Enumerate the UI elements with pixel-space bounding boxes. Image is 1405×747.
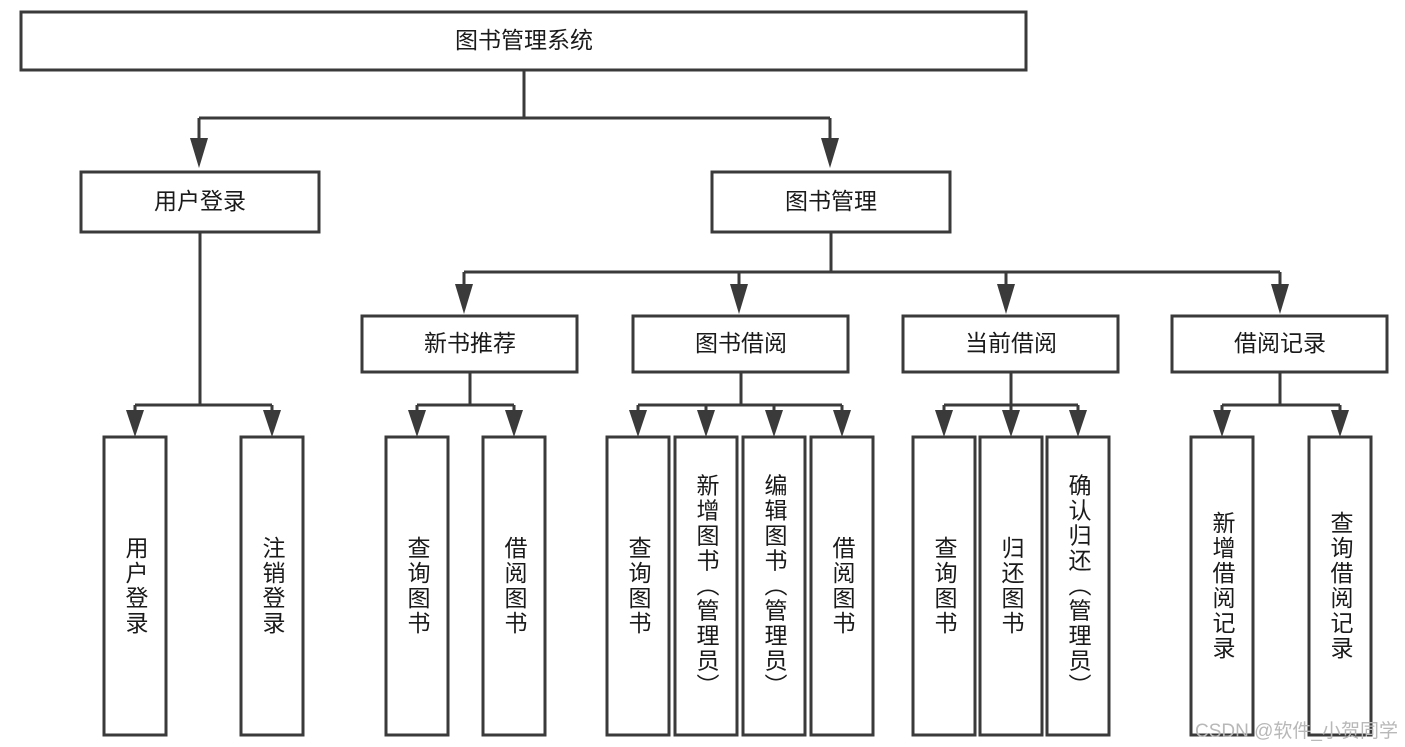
arrowhead-newbook-l1 xyxy=(408,410,426,437)
leaf-new-book-query-box[interactable] xyxy=(384,435,450,737)
leaf-borrow-record-query-label: 查询借阅记录 xyxy=(1327,511,1354,661)
leaf-book-borrow-add-box[interactable] xyxy=(673,435,739,737)
arrowhead-newbook xyxy=(455,284,473,314)
node-user-login[interactable]: 用户登录 xyxy=(79,170,321,234)
leaf-current-borrow-query-box[interactable] xyxy=(911,435,977,737)
node-book-management-box[interactable] xyxy=(710,170,952,234)
node-current-borrow-label: 当前借阅 xyxy=(965,330,1057,356)
arrowhead-bookborrow-l3 xyxy=(765,410,783,437)
arrowhead-currentborrow xyxy=(997,284,1015,314)
arrowhead-borrowrecord xyxy=(1271,284,1289,314)
leaf-book-borrow-borrow[interactable]: 借阅图书 xyxy=(809,435,875,737)
arrowhead-borrowrecord-l1 xyxy=(1213,410,1231,437)
leaf-new-book-query[interactable]: 查询图书 xyxy=(384,435,450,737)
arrowhead-currentborrow-l1 xyxy=(935,410,953,437)
leaf-book-borrow-borrow-label: 借阅图书 xyxy=(829,536,856,636)
arrowhead-bookborrow-l2 xyxy=(697,410,715,437)
arrowhead-bookmgmt xyxy=(821,138,839,168)
arrowhead-borrowrecord-l2 xyxy=(1331,410,1349,437)
leaf-user-login-login-box[interactable] xyxy=(102,435,168,737)
arrowhead-bookborrow-l1 xyxy=(629,410,647,437)
arrowhead-currentborrow-l2 xyxy=(1002,410,1020,437)
leaf-current-borrow-query-label: 查询图书 xyxy=(931,536,958,636)
leaf-current-borrow-return-label: 归还图书 xyxy=(998,536,1025,636)
node-current-borrow-box[interactable] xyxy=(901,314,1120,374)
arrowhead-currentborrow-l3 xyxy=(1069,410,1087,437)
arrowhead-bookborrow xyxy=(730,284,748,314)
leaf-current-borrow-query[interactable]: 查询图书 xyxy=(911,435,977,737)
leaf-book-borrow-query[interactable]: 查询图书 xyxy=(605,435,671,737)
leaf-borrow-record-add-box[interactable] xyxy=(1189,435,1255,737)
connector-group-root xyxy=(190,70,839,168)
connector-group-current-borrow xyxy=(935,372,1087,437)
node-book-management[interactable]: 图书管理 xyxy=(710,170,952,234)
connector-group-book-borrow xyxy=(629,372,851,437)
leaf-user-login-logout-box[interactable] xyxy=(239,435,305,737)
leaf-new-book-query-label: 查询图书 xyxy=(404,536,431,636)
leaf-book-borrow-edit-label: 编辑图书（管理员） xyxy=(761,474,788,699)
node-current-borrow[interactable]: 当前借阅 xyxy=(901,314,1120,374)
arrowhead-userlogin-leaf1 xyxy=(126,410,144,437)
leaf-book-borrow-borrow-box[interactable] xyxy=(809,435,875,737)
node-root-label: 图书管理系统 xyxy=(455,27,593,53)
leaf-user-login-logout[interactable]: 注销登录 xyxy=(239,435,305,737)
leaf-book-borrow-query-box[interactable] xyxy=(605,435,671,737)
node-borrow-record[interactable]: 借阅记录 xyxy=(1170,314,1389,374)
arrowhead-userlogin-leaf2 xyxy=(263,410,281,437)
leaf-borrow-record-add[interactable]: 新增借阅记录 xyxy=(1189,435,1255,737)
connector-group-book-management xyxy=(455,232,1289,314)
node-root-box[interactable] xyxy=(19,10,1028,72)
leaf-book-borrow-add-label: 新增图书（管理员） xyxy=(693,474,720,699)
leaf-user-login-login[interactable]: 用户登录 xyxy=(102,435,168,737)
connector-group-user-login xyxy=(126,232,281,437)
node-book-borrow-box[interactable] xyxy=(631,314,850,374)
leaf-current-borrow-confirm-label: 确认归还（管理员） xyxy=(1065,474,1092,699)
connector-group-new-book-recommend xyxy=(408,372,523,437)
node-book-management-label: 图书管理 xyxy=(785,188,877,214)
node-book-borrow[interactable]: 图书借阅 xyxy=(631,314,850,374)
node-new-book-recommend-label: 新书推荐 xyxy=(424,330,516,356)
node-book-borrow-label: 图书借阅 xyxy=(695,330,787,356)
node-borrow-record-box[interactable] xyxy=(1170,314,1389,374)
node-new-book-recommend-box[interactable] xyxy=(360,314,579,374)
node-root[interactable]: 图书管理系统 xyxy=(19,10,1028,72)
leaf-book-borrow-edit-box[interactable] xyxy=(741,435,807,737)
arrowhead-bookborrow-l4 xyxy=(833,410,851,437)
leaf-current-borrow-confirm-box[interactable] xyxy=(1045,435,1111,737)
leaf-borrow-record-query-box[interactable] xyxy=(1307,435,1373,737)
leaf-current-borrow-return-box[interactable] xyxy=(978,435,1044,737)
leaf-current-borrow-return[interactable]: 归还图书 xyxy=(978,435,1044,737)
arrowhead-newbook-l2 xyxy=(505,410,523,437)
node-new-book-recommend[interactable]: 新书推荐 xyxy=(360,314,579,374)
leaf-book-borrow-query-label: 查询图书 xyxy=(625,536,652,636)
leaf-borrow-record-query[interactable]: 查询借阅记录 xyxy=(1307,435,1373,737)
leaf-user-login-logout-label: 注销登录 xyxy=(259,536,286,636)
arrowhead-userlogin xyxy=(190,138,208,168)
leaf-new-book-borrow[interactable]: 借阅图书 xyxy=(481,435,547,737)
leaf-book-borrow-edit[interactable]: 编辑图书（管理员） xyxy=(741,435,807,737)
leaf-borrow-record-add-label: 新增借阅记录 xyxy=(1209,511,1236,661)
node-borrow-record-label: 借阅记录 xyxy=(1234,330,1326,356)
leaf-book-borrow-add[interactable]: 新增图书（管理员） xyxy=(673,435,739,737)
leaf-user-login-login-label: 用户登录 xyxy=(122,536,149,636)
leaf-new-book-borrow-box[interactable] xyxy=(481,435,547,737)
connector-group-borrow-record xyxy=(1213,372,1349,437)
node-user-login-label: 用户登录 xyxy=(154,188,246,214)
leaf-new-book-borrow-label: 借阅图书 xyxy=(501,536,528,636)
leaf-current-borrow-confirm[interactable]: 确认归还（管理员） xyxy=(1045,435,1111,737)
